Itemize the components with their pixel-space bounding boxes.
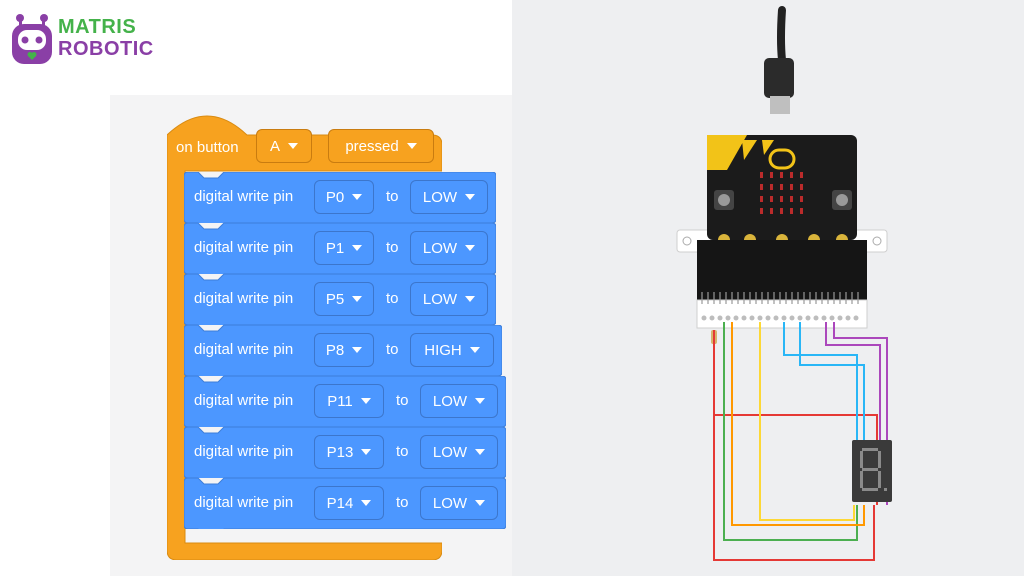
caret-down-icon bbox=[465, 245, 476, 251]
caret-down-icon bbox=[352, 245, 363, 251]
digital-write-block[interactable]: digital write pin P14 to LOW bbox=[184, 478, 506, 529]
caret-down-icon bbox=[475, 449, 486, 455]
pin-dropdown[interactable]: P13 bbox=[314, 435, 384, 469]
digital-write-label: digital write pin bbox=[194, 494, 294, 511]
value-dropdown[interactable]: LOW bbox=[410, 231, 488, 265]
pin-dropdown[interactable]: P14 bbox=[314, 486, 384, 520]
to-label: to bbox=[396, 494, 409, 511]
digital-write-label: digital write pin bbox=[194, 188, 294, 205]
caret-down-icon bbox=[352, 296, 363, 302]
on-button-label: on button bbox=[176, 139, 239, 156]
digital-write-block[interactable]: digital write pin P11 to LOW bbox=[184, 376, 506, 427]
digital-write-label: digital write pin bbox=[194, 341, 294, 358]
to-label: to bbox=[386, 239, 399, 256]
simulator-panel bbox=[512, 0, 1024, 576]
digital-write-label: digital write pin bbox=[194, 392, 294, 409]
microbit-circuit-diagram bbox=[676, 6, 892, 561]
button-select-dropdown[interactable]: A bbox=[256, 129, 312, 163]
pin-dropdown[interactable]: P0 bbox=[314, 180, 374, 214]
pin-dropdown[interactable]: P8 bbox=[314, 333, 374, 367]
caret-down-icon bbox=[352, 347, 363, 353]
value-dropdown[interactable]: LOW bbox=[410, 282, 488, 316]
caret-down-icon bbox=[360, 398, 371, 404]
value-dropdown[interactable]: HIGH bbox=[410, 333, 494, 367]
caret-down-icon bbox=[465, 296, 476, 302]
logo-text-robotic: ROBOTIC bbox=[58, 38, 154, 60]
caret-down-icon bbox=[288, 143, 298, 149]
pin-dropdown[interactable]: P5 bbox=[314, 282, 374, 316]
action-select-dropdown[interactable]: pressed bbox=[328, 129, 434, 163]
value-dropdown[interactable]: LOW bbox=[410, 180, 488, 214]
value-dropdown[interactable]: LOW bbox=[420, 384, 498, 418]
pin-dropdown[interactable]: P1 bbox=[314, 231, 374, 265]
to-label: to bbox=[386, 188, 399, 205]
button-b-icon[interactable] bbox=[832, 190, 852, 210]
to-label: to bbox=[386, 341, 399, 358]
caret-down-icon bbox=[361, 500, 372, 506]
digital-write-label: digital write pin bbox=[194, 290, 294, 307]
caret-down-icon bbox=[361, 449, 372, 455]
usb-cable-icon bbox=[764, 6, 794, 114]
caret-down-icon bbox=[465, 194, 476, 200]
logo-text-matris: MATRIS bbox=[58, 16, 137, 38]
value-dropdown[interactable]: LOW bbox=[420, 435, 498, 469]
digital-write-block[interactable]: digital write pin P13 to LOW bbox=[184, 427, 506, 478]
seven-segment-display bbox=[852, 440, 892, 502]
digital-write-block[interactable]: digital write pin P8 to HIGH bbox=[184, 325, 502, 376]
pin-dropdown[interactable]: P11 bbox=[314, 384, 384, 418]
blocks-workspace[interactable]: on button A pressed digital write pin P0 t… bbox=[110, 95, 512, 576]
button-a-icon[interactable] bbox=[714, 190, 734, 210]
matris-robotic-logo: MATRIS ROBOTIC bbox=[10, 10, 153, 70]
to-label: to bbox=[396, 392, 409, 409]
to-label: to bbox=[386, 290, 399, 307]
digital-write-block[interactable]: digital write pin P0 to LOW bbox=[184, 172, 496, 223]
caret-down-icon bbox=[475, 500, 486, 506]
caret-down-icon bbox=[406, 143, 417, 149]
digital-write-block[interactable]: digital write pin P5 to LOW bbox=[184, 274, 496, 325]
value-dropdown[interactable]: LOW bbox=[420, 486, 498, 520]
digital-write-block[interactable]: digital write pin P1 to LOW bbox=[184, 223, 496, 274]
caret-down-icon bbox=[469, 347, 480, 353]
to-label: to bbox=[396, 443, 409, 460]
caret-down-icon bbox=[475, 398, 486, 404]
digital-write-label: digital write pin bbox=[194, 443, 294, 460]
digital-write-label: digital write pin bbox=[194, 239, 294, 256]
robot-icon bbox=[12, 14, 52, 64]
caret-down-icon bbox=[352, 194, 363, 200]
